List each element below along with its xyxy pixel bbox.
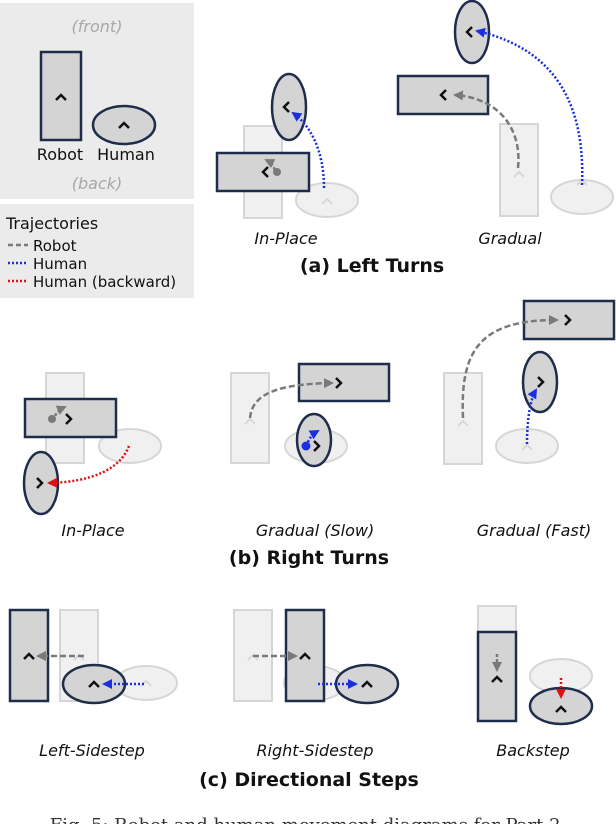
- ghost-heading-icon: [457, 419, 469, 427]
- panel-c-left-sidestep: Left-Sidestep: [8, 608, 178, 760]
- robot-pivot-dot: [48, 415, 56, 423]
- legend-trajectories: Trajectories Robot Human Human (backward…: [0, 204, 194, 298]
- legend-front-label: (front): [72, 17, 123, 36]
- panel-label: Gradual (Fast): [477, 521, 592, 540]
- robot-end-body: [297, 362, 391, 403]
- human-heading-icon: [88, 680, 100, 688]
- human-heading-icon: [282, 101, 290, 113]
- ghost-heading-icon: [513, 170, 525, 178]
- panel-label: Right-Sidestep: [256, 741, 373, 760]
- robot-heading-icon: [564, 314, 572, 326]
- robot-trajectory: [53, 405, 67, 417]
- panel-label: Gradual: [478, 229, 542, 248]
- human-trajectory: [475, 27, 584, 186]
- human-end-body: [61, 663, 127, 705]
- human-heading-icon: [36, 477, 44, 489]
- panel-label: Gradual (Slow): [256, 521, 374, 540]
- robot-heading-icon: [65, 413, 73, 425]
- robot-heading-icon: [439, 89, 447, 101]
- panel-label: Left-Sidestep: [39, 741, 145, 760]
- legend-robot-label: Robot: [37, 145, 83, 164]
- ghost-heading-icon: [244, 417, 256, 425]
- human-end-body: [295, 412, 333, 468]
- human-pivot-dot: [301, 441, 311, 451]
- panel-b-gradual-slow: Gradual (Slow): [230, 362, 391, 540]
- human-end-body: [334, 663, 400, 705]
- panel-c-right-sidestep: Right-Sidestep: [233, 608, 400, 760]
- section-c-title: (c) Directional Steps: [199, 769, 419, 791]
- section-b-title: (b) Right Turns: [229, 547, 389, 569]
- human-start-ghost: [550, 179, 614, 215]
- legend-back-label: (back): [72, 174, 123, 193]
- robot-trajectory: [461, 315, 559, 419]
- trajectories-background: [0, 204, 194, 298]
- panel-a-in-place: In-Place: [215, 72, 359, 248]
- human-end-body: [521, 350, 559, 414]
- trajectory-human-label: Human: [33, 255, 87, 273]
- human-backward-trajectory: [47, 445, 131, 488]
- robot-trajectory: [264, 158, 277, 171]
- section-a-title: (a) Left Turns: [300, 255, 444, 277]
- human-trajectory: [291, 111, 326, 189]
- trajectories-title: Trajectories: [5, 214, 98, 233]
- panel-b-gradual-fast: Gradual (Fast): [443, 299, 616, 540]
- human-trajectory: [525, 388, 538, 445]
- robot-heading-icon: [299, 652, 311, 660]
- human-heading-icon: [361, 680, 373, 688]
- robot-end-body: [396, 74, 490, 116]
- panel-a-gradual: Gradual: [396, 0, 614, 248]
- legend-human-label: Human: [97, 145, 155, 164]
- robot-heading-icon: [335, 377, 343, 389]
- human-end-body: [270, 72, 308, 142]
- human-end-body: [453, 0, 491, 65]
- panel-label: In-Place: [254, 229, 317, 248]
- panel-c-backstep: Backstep: [476, 605, 594, 760]
- legend-robot-human: (front) Robot Human (back): [0, 3, 194, 199]
- robot-start-ghost: [499, 123, 539, 217]
- trajectory-robot-label: Robot: [33, 237, 77, 255]
- human-trajectory: [306, 429, 320, 443]
- trajectory-human-backward-label: Human (backward): [33, 273, 176, 291]
- panel-label: In-Place: [61, 521, 124, 540]
- legend-human-body: [91, 104, 157, 146]
- robot-trajectory: [453, 90, 520, 169]
- ghost-heading-icon: [521, 443, 533, 451]
- legend-background: [0, 3, 194, 199]
- human-heading-icon: [555, 705, 567, 713]
- legend-human-heading-icon: [118, 121, 130, 129]
- legend-robot-heading-icon: [55, 93, 67, 101]
- human-heading-icon: [465, 26, 473, 38]
- human-heading-icon: [313, 440, 321, 452]
- robot-heading-icon: [23, 652, 35, 660]
- robot-heading-icon: [261, 166, 269, 178]
- panel-label: Backstep: [496, 741, 569, 760]
- panel-b-in-place: In-Place: [22, 372, 162, 540]
- figure-caption: Fig. 5: Robot and human movement diagram…: [50, 815, 567, 824]
- robot-heading-icon: [491, 675, 503, 683]
- ghost-heading-icon: [321, 197, 333, 205]
- human-heading-icon: [537, 376, 545, 388]
